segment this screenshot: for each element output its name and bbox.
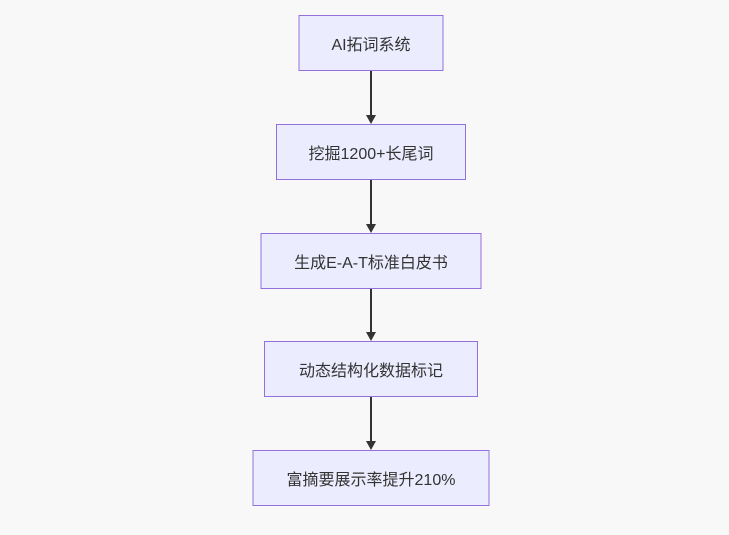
flow-node-structured-data: 动态结构化数据标记: [264, 341, 478, 397]
flow-arrow-4: [365, 397, 377, 450]
flow-node-label: 动态结构化数据标记: [298, 363, 443, 380]
arrow-line: [370, 289, 372, 332]
flow-arrow-1: [365, 71, 377, 124]
flow-node-label: 挖掘1200+长尾词: [308, 146, 434, 163]
flow-node-rich-snippet-result: 富摘要展示率提升210%: [252, 450, 490, 506]
flow-arrow-3: [365, 289, 377, 341]
arrow-down-icon: [366, 115, 376, 124]
flow-node-eat-whitepaper: 生成E-A-T标准白皮书: [260, 233, 482, 289]
flow-arrow-2: [365, 180, 377, 233]
arrow-down-icon: [366, 441, 376, 450]
flow-node-label: 生成E-A-T标准白皮书: [294, 255, 448, 272]
flow-node-longtail-mining: 挖掘1200+长尾词: [276, 124, 466, 180]
flow-node-ai-word-system: AI拓词系统: [298, 15, 444, 71]
arrow-down-icon: [366, 332, 376, 341]
arrow-down-icon: [366, 224, 376, 233]
arrow-line: [370, 397, 372, 441]
flow-node-label: 富摘要展示率提升210%: [286, 472, 456, 489]
arrow-line: [370, 71, 372, 115]
flow-node-label: AI拓词系统: [331, 37, 411, 54]
arrow-line: [370, 180, 372, 224]
